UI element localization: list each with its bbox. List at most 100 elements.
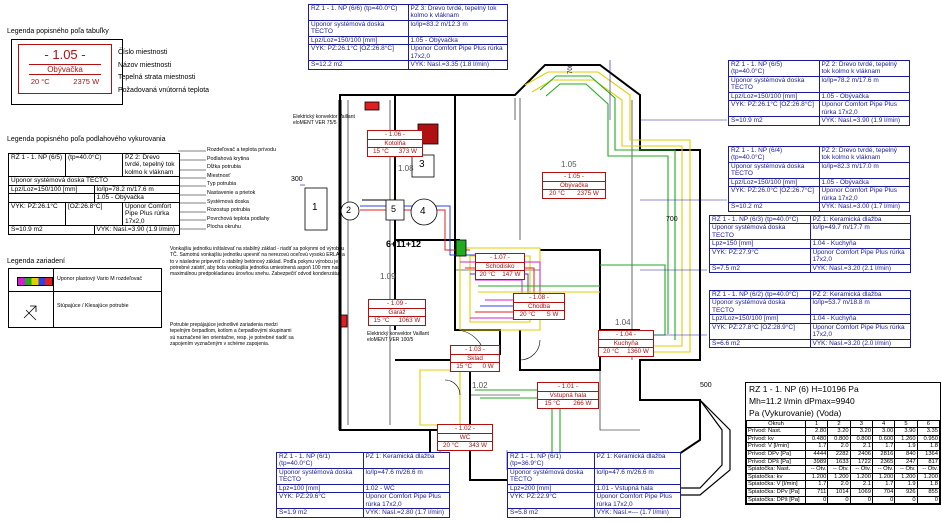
cell: RZ 1 - 1. NP (6/5) [11,154,63,161]
circuit-cell: VYK: Nasl.=2.80 (1.7 l/min) [362,509,450,517]
cell: lo/lp=78.2 m/17.6 m [93,185,180,194]
summary-cell: 0.480 [804,434,829,444]
circuit-cell: Uponor Comfort Pipe Plus rúrka 17x2,0 [818,187,910,203]
circuit-cell: Uponor Comfort Pipe Plus rúrka 17x2,0 [809,323,911,339]
legend-floor-label: Systémová doska [207,198,249,205]
room-number: - 1.04 - [616,331,636,338]
cell: [OZ:26.8°C] [65,202,122,226]
summary-cell: 1.200 [849,472,873,482]
konvektor-bottom-note: Elektrický konvektor Vaillant eloMENT VE… [367,331,429,344]
circuit-row: VYK: PZ:26.1°C [OZ:26.8°C]Uponor Comfort… [729,100,909,117]
piping-note: Potrubie prepájajúce jednotlivé zariaden… [170,322,294,347]
circuit-cell: VYK: PZ:29.6°C [279,493,326,501]
room-number: - 1.02 - [455,425,475,432]
legend-floor-label: Typ potrubia [207,181,237,188]
circuit-cell: Uponor systémová doska TECTO [731,162,805,178]
circuit-row: RZ 1 - 1. NP (6/4) (tp=40.0°C)PZ 2: Drev… [729,147,909,162]
summary-line-3: Pa (Vykurovanie) (Voda) [749,408,842,419]
circuit-row: Lpz/Loz=150/100 [mm]1.04 - Kuchyňa [710,314,910,323]
room-name: Chodba [514,301,564,312]
room-number: - 1.03 - [465,346,485,353]
summary-header-cell: 1 [804,419,829,429]
circuit-cell: VYK: PZ:27.8°C [OZ:28.9°C] [712,323,795,331]
circuit-cell: PZ 1: Keramická dlažba [809,216,911,224]
summary-cell: 3989 [804,457,829,467]
circuit-box: RZ 1 - 1. NP (6/1) (tp=40.0°C)PZ 1: Kera… [276,452,450,518]
cell: S=10.9 m2 [11,226,43,234]
dim-700-right: 700 [666,216,678,223]
legend-floor-label: Plocha okruhu [207,224,241,231]
legend-device-label: Uponor plastový Vario M rozdeľovač [57,276,143,282]
room-power: 0 W [482,363,494,371]
circuit-cell: S=12.2 m2 [311,61,343,69]
summary-cell: 1.8 [916,442,941,451]
legend-device-label: Stúpajúce / Klesajúce potrubie [57,303,129,309]
summary-cell: Prívod: kv [746,434,806,444]
summary-cell: 0 [916,495,941,505]
circuit-cell: VYK: Nasl.=3.35 (1.8 l/min) [407,61,508,69]
summary-cell: 1.7 [871,480,896,489]
room-temp: 15 °C [373,317,390,325]
circuit-cell: S=7.5 m2 [712,264,741,272]
summary-header-cell: 3 [849,419,873,429]
summary-cell: 2282 [827,449,851,459]
manifold-summary: RZ 1 - 1. NP (6) H=10196 Pa Mh=11.2 l/mi… [745,382,941,506]
room-temp: 20 °C [442,442,459,450]
circuit-cell: lo/lp=47.6 m/26.6 m [362,468,450,484]
summary-cell: Spiatočka: DPv [Pa] [746,487,806,497]
circuit-box: RZ 1 - 1. NP (6/2) (tp=40.0°C)PZ 2: Kera… [709,290,911,349]
circuit-cell: S=6.6 m2 [712,339,741,347]
legend-floor-label: Podlahová krytina [207,155,250,162]
circuit-cell: Uponor Comfort Pipe Plus rúrka 17x2,0 [809,248,911,264]
summary-cell: 2406 [849,449,873,459]
room-number-102: 1.02 [472,381,488,390]
circuit-row: RZ 1 - 1. NP (6/6) (tp=40.0°C)PZ 3: Drev… [309,5,507,20]
circuit-cell: PZ 3: Drevo tvrdé, tepelný tok kolmo k v… [407,5,508,20]
device-label-2: 2 [346,205,352,215]
heat-pump-unit [304,187,328,231]
legend-floor-row: Uponor systémová doska TECTO [9,176,179,184]
room-number: - 1.01 - [558,383,578,390]
room-name: Garáž [369,307,425,318]
summary-cell: 1.260 [894,434,918,444]
circuit-row: Lpz=200 [mm]1.01 - Vstupná hala [508,483,680,493]
summary-cell: -- Otv. [849,465,873,474]
summary-cell: 0.600 [871,434,896,444]
summary-cell: 2.0 [827,442,851,451]
circuit-cell: VYK: PZ:26.0°C [OZ:26.7°C] [731,187,814,195]
summary-cell: 2365 [871,457,896,467]
tank-4 [410,198,438,226]
circuit-cell: 1.04 - Kuchyňa [809,240,911,248]
circuit-cell: RZ 1 - 1. NP (6/5) (tp=40.0°C) [731,61,783,76]
room-power: 147 W [502,271,521,279]
legend-floor-label: Povrchová teplota podlahy [207,215,270,222]
summary-cell: 1014 [827,487,851,497]
summary-cell: 0 [871,495,896,505]
room-name: WC [438,432,492,443]
circuit-cell: PZ 2: Keramická dlažba [809,291,911,299]
circuit-row: VYK: PZ:26.0°C [OZ:26.7°C] Uponor Comfort… [729,186,910,203]
circuit-cell: Lpz/Loz=150/100 [mm] [311,36,378,44]
circuit-cell: S=5.8 m2 [510,509,539,517]
legend-room-label: Číslo miestnosti [118,49,168,56]
konvektor-top-note: Elektrický konvektor Vaillant eloMENT VE… [293,114,355,127]
summary-cell: Spiatočka: DPš [Pa] [746,495,806,505]
device-5 [385,199,405,221]
cell: VYK: PZ:26.1°C [11,202,58,210]
cell: Uponor systémová doska TECTO [11,177,108,185]
